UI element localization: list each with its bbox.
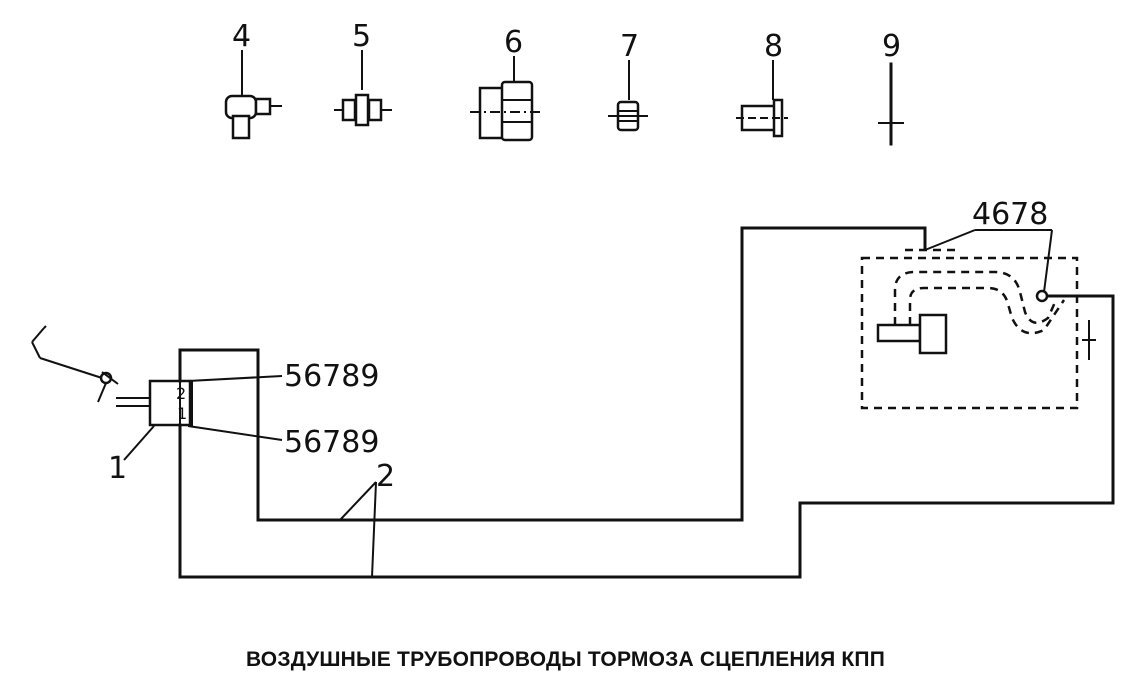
part-label-6: 6 — [504, 25, 523, 60]
figure-caption: ВОЗДУШНЫЕ ТРУБОПРОВОДЫ ТОРМОЗА СЦЕПЛЕНИЯ… — [245, 648, 886, 671]
control-valve: 2 1 1 — [108, 379, 193, 486]
lower-pipe — [178, 294, 1115, 579]
port-label-lower: 1 — [177, 404, 187, 423]
upper-pipe — [178, 226, 927, 522]
lever-assembly — [31, 325, 119, 403]
lower-ref-callout: 56789 — [284, 425, 379, 460]
part-label-5: 5 — [352, 19, 371, 54]
part-6: 6 — [470, 25, 540, 142]
part-label-9: 9 — [882, 29, 901, 64]
part-5: 5 — [334, 19, 392, 127]
part-label-4: 4 — [232, 19, 251, 54]
large-nut-icon — [470, 80, 540, 142]
upper-ref-callout: 56789 — [284, 359, 379, 394]
small-nut-icon — [608, 100, 648, 132]
gearbox-unit — [860, 248, 1096, 410]
part-label-8: 8 — [764, 29, 783, 64]
pipes-callout: 2 — [376, 459, 395, 494]
sleeve-icon — [736, 98, 788, 138]
part-4: 4 — [224, 19, 282, 140]
union-fitting-icon — [334, 93, 392, 127]
part-7: 7 — [608, 29, 648, 132]
port-label-upper: 2 — [176, 384, 186, 403]
valve-callout: 1 — [108, 451, 127, 486]
unit-ref-callout: 4678 — [972, 197, 1048, 232]
part-label-7: 7 — [620, 29, 639, 64]
part-9: 9 — [878, 29, 904, 146]
elbow-fitting-icon — [224, 94, 282, 140]
part-8: 8 — [736, 29, 788, 138]
washer-icon — [878, 62, 904, 146]
